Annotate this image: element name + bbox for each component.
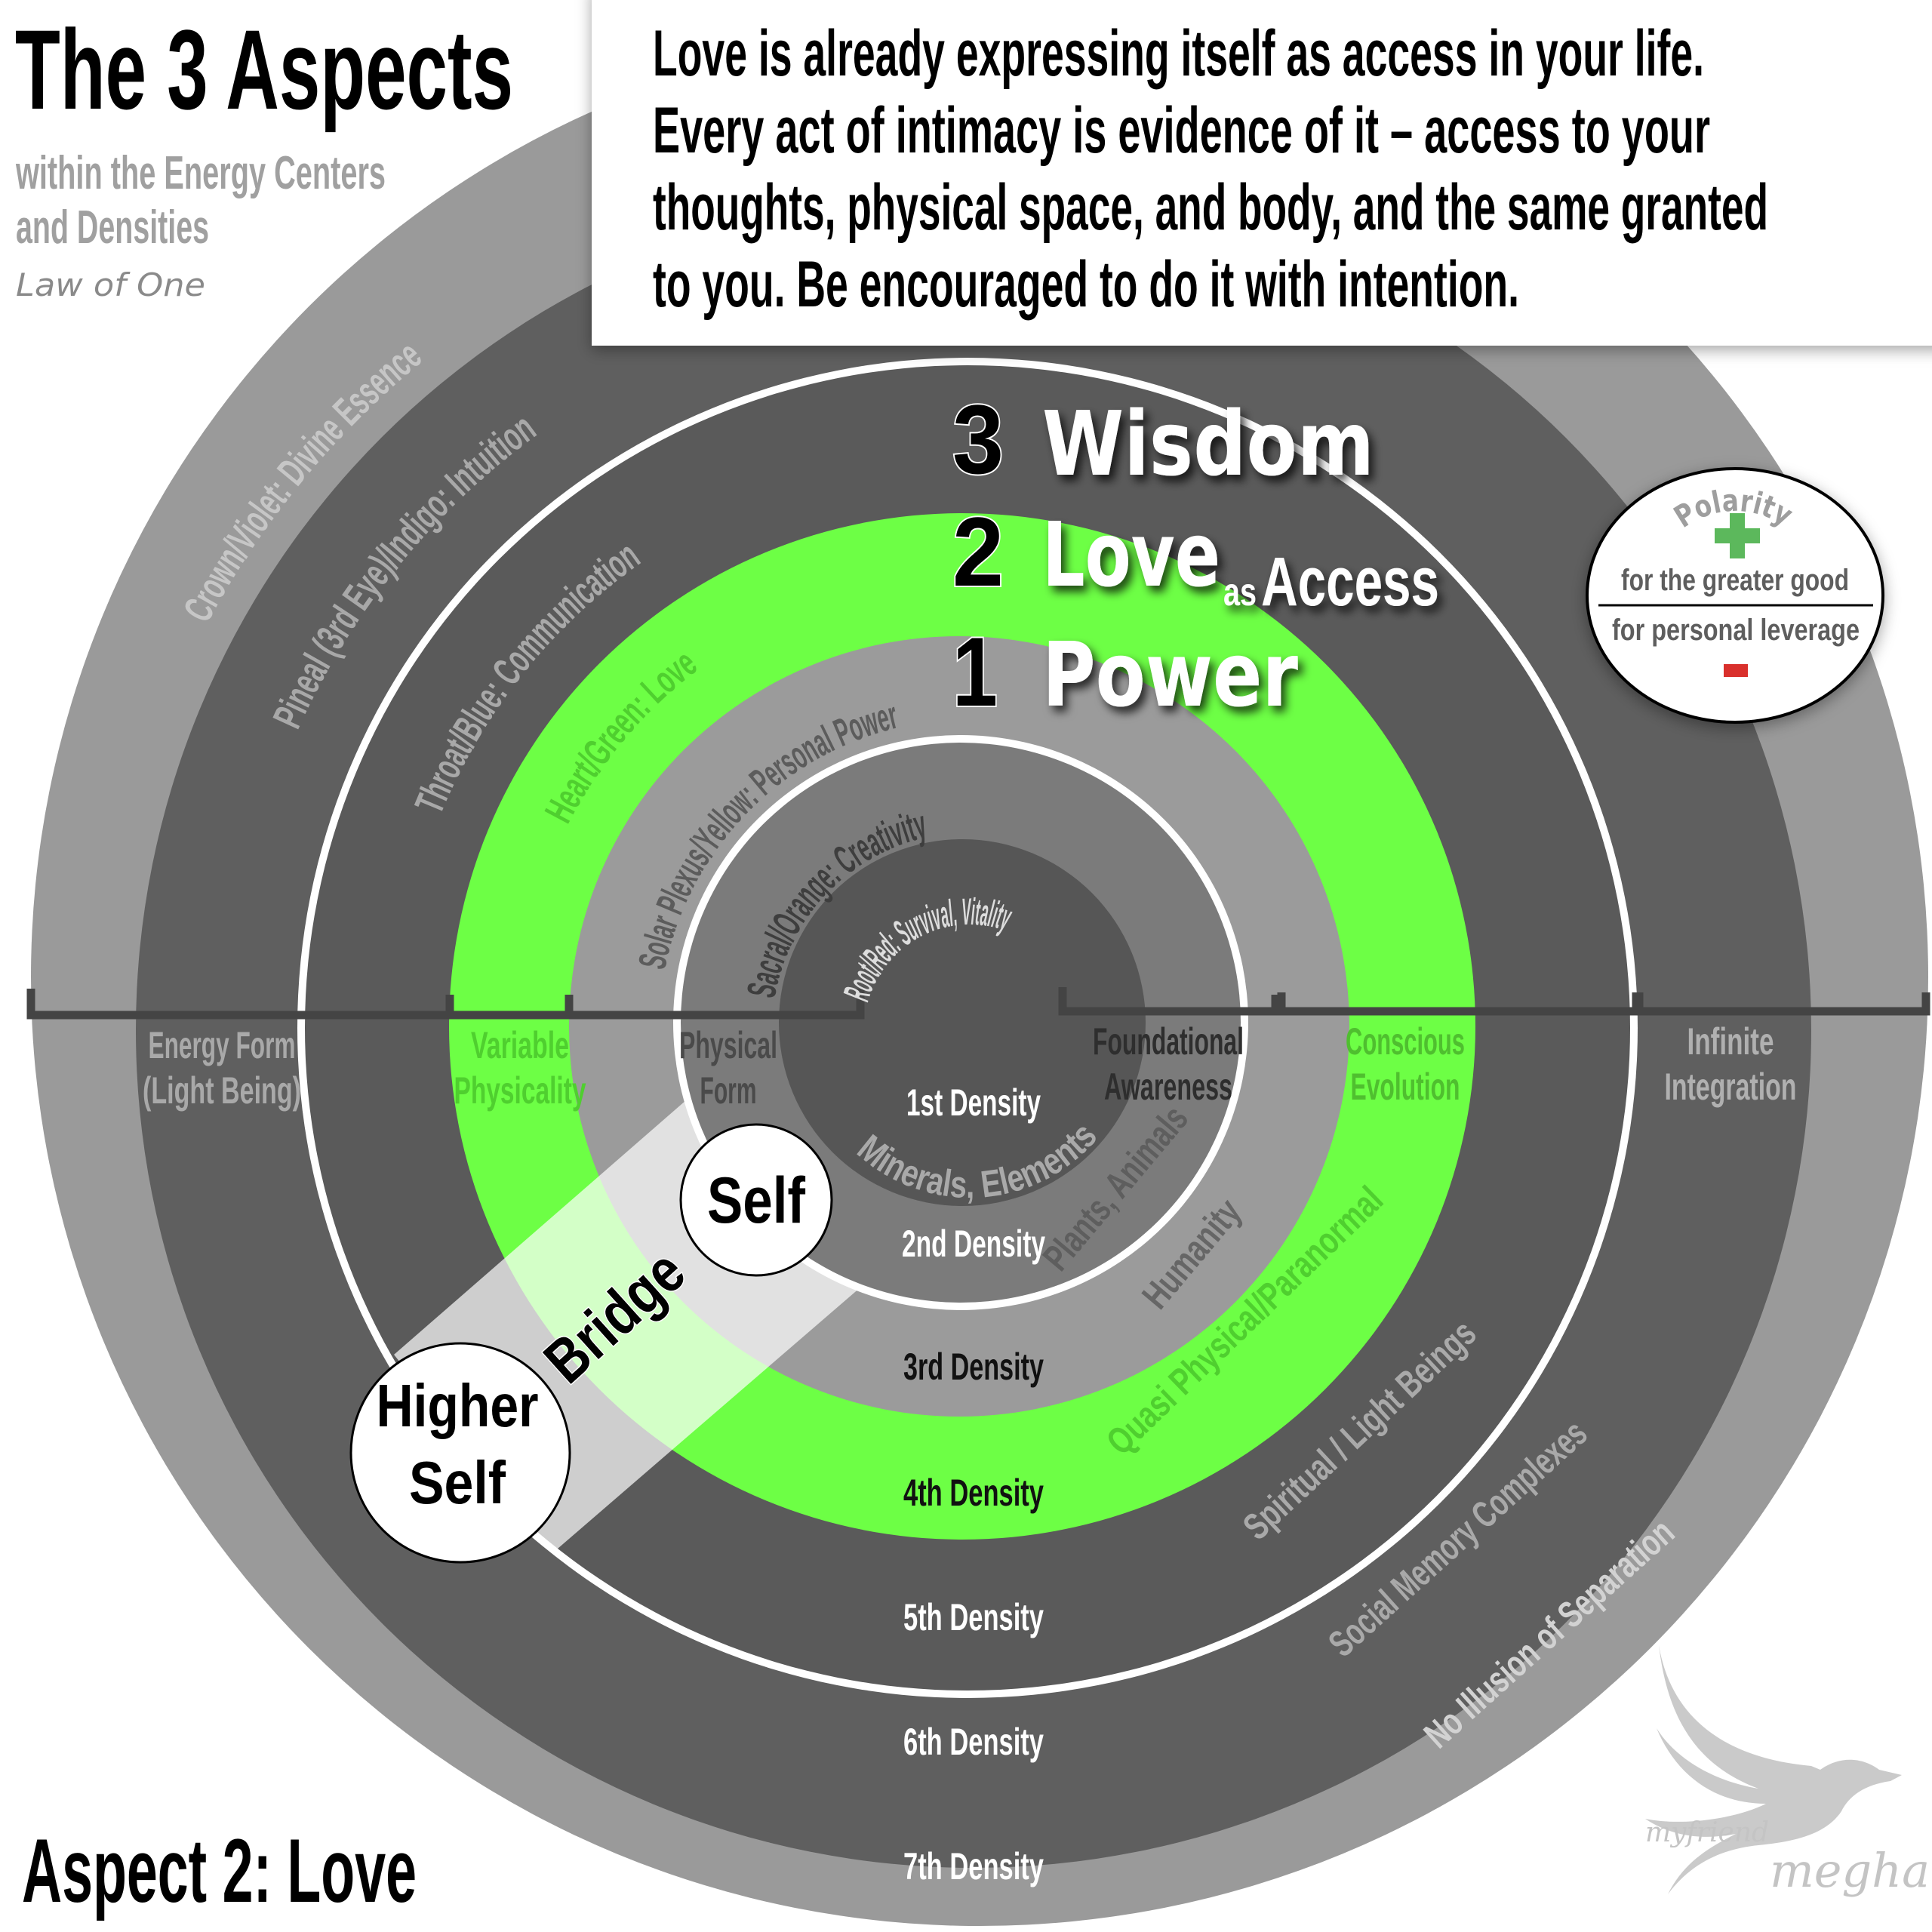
quote-line-4: to you. Be encouraged to do it with inte… <box>653 248 1519 321</box>
energy-center-throat: Throat/Blue: Communication <box>407 533 648 820</box>
form-variable-line2: Physicality <box>454 1069 586 1112</box>
polarity-title: Polarity <box>1669 484 1798 535</box>
header: The 3 Aspects within the Energy Centers … <box>15 6 513 303</box>
aspect-2-sub: as <box>1223 571 1257 614</box>
density-3-beings: Humanity <box>1134 1190 1250 1316</box>
self-bridge: Self Bridge Higher Self <box>377 1164 806 1516</box>
higher-self-line1: Higher <box>377 1372 539 1439</box>
watermark-line2: meghan <box>1770 1843 1932 1898</box>
energy-center-sacral: Sacral/Orange: Creativity <box>739 801 931 1001</box>
being-labels: Plants, Animals Humanity Quasi Physical/… <box>1035 1097 1682 1756</box>
aspect-1-label: Power <box>1042 623 1298 727</box>
aspect-1-number: 1 <box>952 617 998 727</box>
aspect-3-label: Wisdom <box>1042 392 1374 496</box>
density-3-label: 3rd Density <box>903 1346 1044 1388</box>
watermark-logo: myfriend meghan <box>1645 1817 1932 1898</box>
form-foundational-line2: Awareness <box>1104 1066 1232 1108</box>
higher-self-line2: Self <box>409 1449 506 1516</box>
quote-line-1: Love is already expressing itself as acc… <box>653 17 1704 90</box>
aspect-3-number: 3 <box>952 384 1004 494</box>
bridge-label: Bridge <box>531 1237 698 1396</box>
density-5-label: 5th Density <box>903 1596 1044 1638</box>
form-brackets <box>26 987 1930 1020</box>
quote-line-2: Every act of intimacy is evidence of it … <box>653 94 1710 167</box>
quote-line-3: thoughts, physical space, and body, and … <box>653 171 1768 244</box>
energy-center-root: Root/Red: Survival, Vitality <box>835 891 1017 1005</box>
page-title: The 3 Aspects <box>15 6 513 133</box>
density-1-beings: Minerals, Elements <box>850 1115 1105 1206</box>
self-label: Self <box>707 1164 805 1237</box>
form-conscious-line1: Conscious <box>1346 1020 1465 1063</box>
watermark-line1: myfriend <box>1645 1817 1769 1848</box>
page-subtitle-2: and Densities <box>16 202 209 254</box>
aspects-list: 3 Wisdom 2 Love as Access 1 Power <box>951 383 1439 728</box>
page-subtitle-1: within the Energy Centers <box>15 147 386 199</box>
density-5-beings: Spiritual / Light Beings <box>1235 1312 1484 1548</box>
energy-center-heart: Heart/Green: Love <box>537 641 704 829</box>
density-labels: 1st Density 2nd Density 3rd Density 4th … <box>902 1081 1045 1887</box>
minus-icon <box>1724 664 1748 677</box>
form-energy-line1: Energy Form <box>149 1024 296 1066</box>
page-source: Law of One <box>16 266 205 303</box>
density-2-label: 2nd Density <box>902 1223 1045 1265</box>
quote-box: Love is already expressing itself as acc… <box>653 17 1768 321</box>
form-energy-line2: (Light Being) <box>143 1069 301 1112</box>
polarity-negative-label: for personal leverage <box>1612 614 1860 647</box>
density-6-label: 6th Density <box>903 1721 1044 1763</box>
aspect-2-number: 2 <box>952 497 1004 607</box>
form-labels: Energy Form (Light Being) Variable Physi… <box>143 1020 1797 1112</box>
form-conscious-line2: Evolution <box>1351 1066 1460 1108</box>
form-infinite-line2: Integration <box>1665 1066 1797 1108</box>
form-physical-line1: Physical <box>679 1024 777 1066</box>
density-1-label: 1st Density <box>906 1081 1041 1124</box>
aspect-footer-label: Aspect 2: Love <box>22 1820 417 1921</box>
form-physical-line2: Form <box>700 1069 757 1112</box>
polarity-badge: Polarity for the greater good for person… <box>1612 484 1860 647</box>
form-infinite-line1: Infinite <box>1687 1020 1774 1063</box>
density-7-label: 7th Density <box>903 1845 1044 1887</box>
form-variable-line1: Variable <box>471 1024 569 1066</box>
aspect-2-suffix: Access <box>1261 543 1439 620</box>
density-4-label: 4th Density <box>903 1472 1044 1514</box>
polarity-positive-label: for the greater good <box>1621 564 1849 597</box>
aspect-2-label: Love <box>1042 503 1220 607</box>
form-foundational-line1: Foundational <box>1093 1020 1244 1063</box>
